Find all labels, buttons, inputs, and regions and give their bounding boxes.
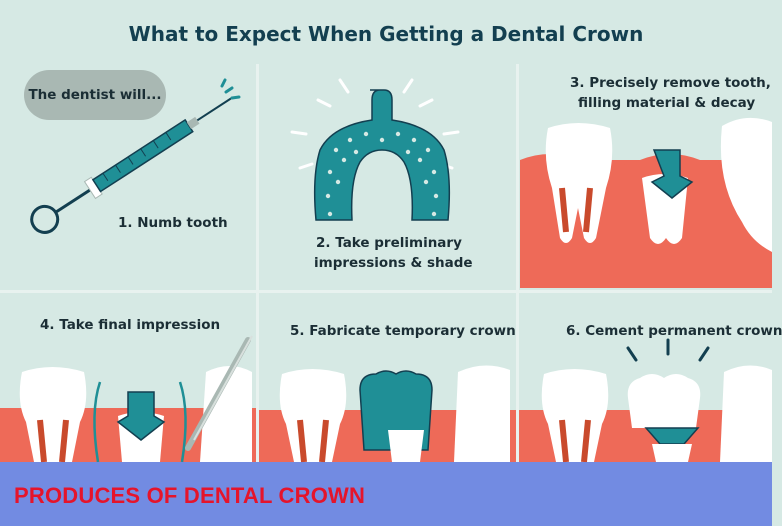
page-title: What to Expect When Getting a Dental Cro…: [128, 22, 644, 46]
divider-vertical-2: [516, 64, 519, 462]
banner-title: PRODUCES OF DENTAL CROWN: [14, 483, 366, 508]
step-1-caption: 1. Numb tooth: [118, 215, 228, 231]
step-5-caption: 5. Fabricate temporary crown: [290, 323, 516, 339]
bottom-banner: [0, 462, 772, 526]
step-2-caption-line-1: 2. Take preliminary: [316, 235, 462, 251]
step-4-caption: 4. Take final impression: [40, 317, 221, 333]
step-2-caption-line-2: impressions & shade: [314, 255, 473, 271]
divider-vertical-1: [256, 64, 259, 462]
divider-horizontal: [0, 290, 772, 293]
step-3-caption-line-2: filling material & decay: [578, 95, 756, 111]
step-3-caption-line-1: 3. Precisely remove tooth,: [570, 75, 771, 91]
intro-speech-bubble: The dentist will...: [24, 70, 166, 120]
step-6-caption: 6. Cement permanent crown: [566, 323, 782, 339]
